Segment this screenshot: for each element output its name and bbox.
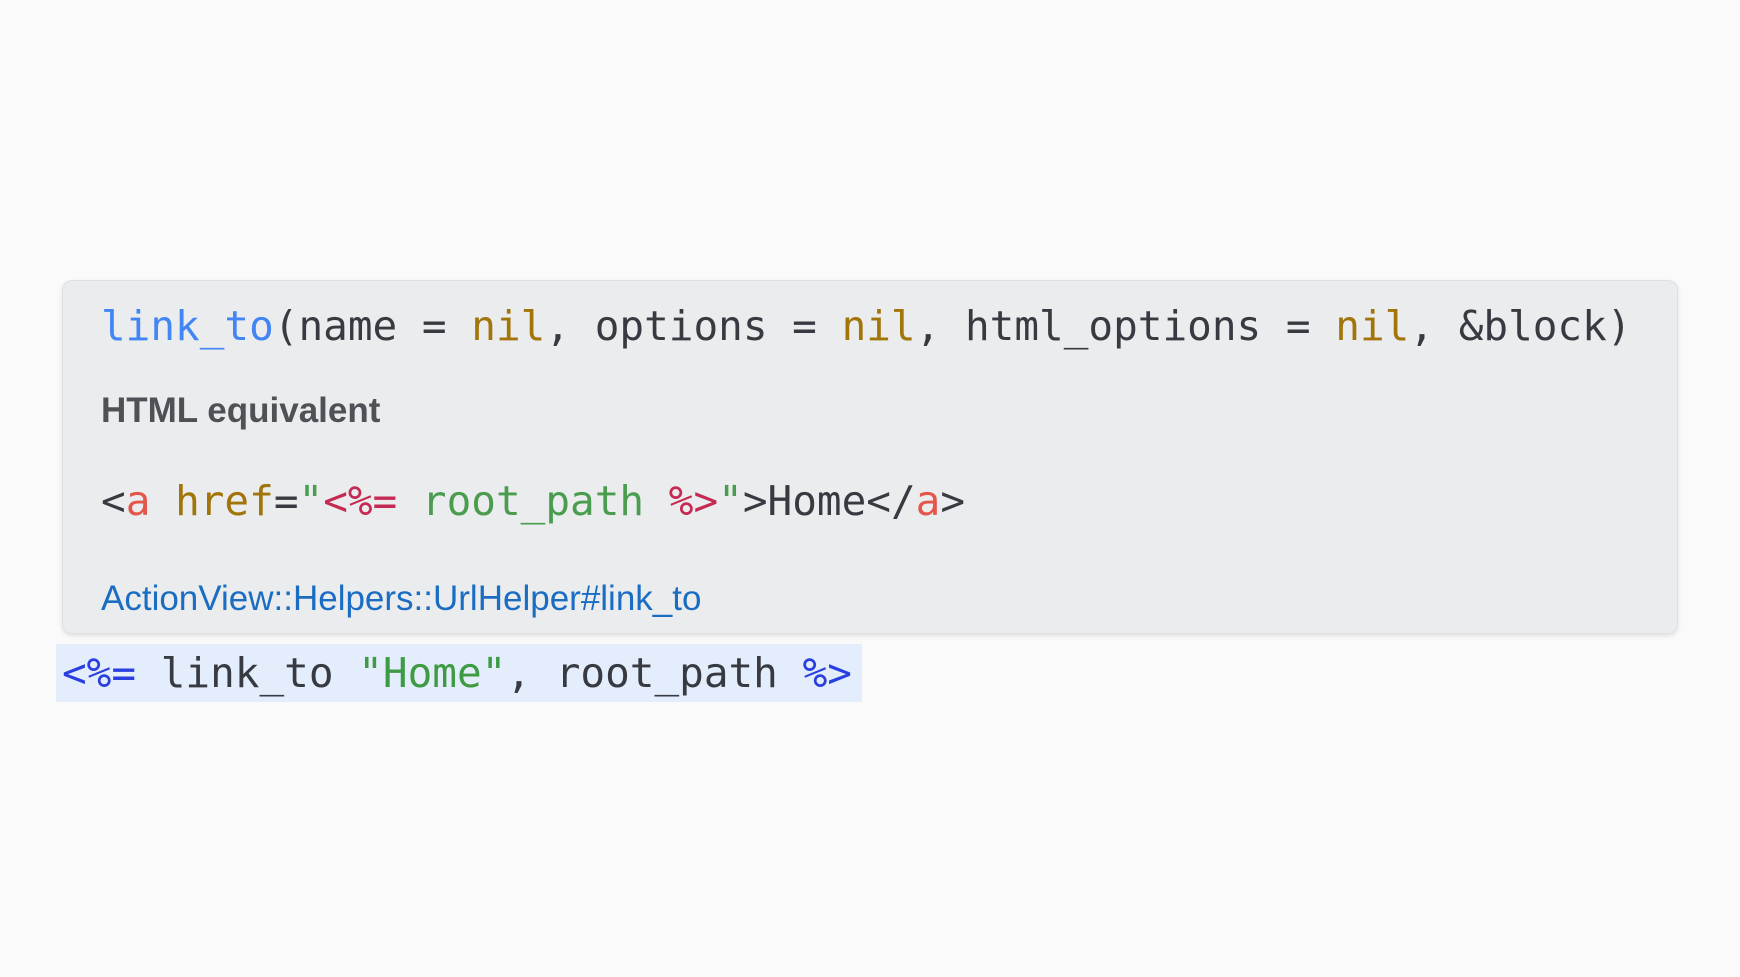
- code-token-tag: a: [915, 477, 941, 525]
- code-token-erb_doc: %>: [668, 477, 719, 525]
- code-token-string: ": [298, 477, 324, 525]
- code-token-constant: nil: [471, 302, 546, 350]
- code-token-constant: nil: [841, 302, 916, 350]
- method-signature: link_to(name = nil, options = nil, html_…: [101, 297, 1632, 355]
- code-token-tag: a: [125, 477, 151, 525]
- method-doc-link[interactable]: ActionView::Helpers::UrlHelper#link_to: [101, 579, 702, 618]
- code-token-function: link_to: [101, 302, 274, 350]
- code-token-plain: >: [940, 477, 966, 525]
- code-token-plain: =: [273, 477, 299, 525]
- editor-highlighted-line[interactable]: <%= link_to "Home", root_path %>: [56, 644, 862, 702]
- code-token-erb_doc: <%=: [323, 477, 398, 525]
- code-token-plain: [150, 477, 175, 525]
- html-equivalent-heading: HTML equivalent: [101, 391, 381, 430]
- code-token-string: root_path: [397, 477, 669, 525]
- code-token-constant: nil: [1335, 302, 1410, 350]
- code-token-plain: , html_options =: [915, 302, 1336, 350]
- code-token-erb_editor: %>: [802, 649, 852, 697]
- code-token-plain: link_to: [136, 649, 359, 697]
- code-token-plain: <: [101, 477, 126, 525]
- code-token-plain: , root_path: [506, 649, 803, 697]
- code-token-string: ": [718, 477, 743, 525]
- code-token-plain: , &block): [1409, 302, 1632, 350]
- code-token-attr: href: [175, 477, 274, 525]
- code-token-plain: , options =: [545, 302, 842, 350]
- html-equivalent-code: <a href="<%= root_path %>">Home</a>: [101, 472, 965, 530]
- code-token-plain: >Home</: [742, 477, 916, 525]
- code-token-string_editor: "Home": [358, 649, 507, 697]
- code-token-erb_editor: <%=: [62, 649, 137, 697]
- documentation-popover: link_to(name = nil, options = nil, html_…: [62, 280, 1678, 634]
- code-token-plain: (name =: [273, 302, 472, 350]
